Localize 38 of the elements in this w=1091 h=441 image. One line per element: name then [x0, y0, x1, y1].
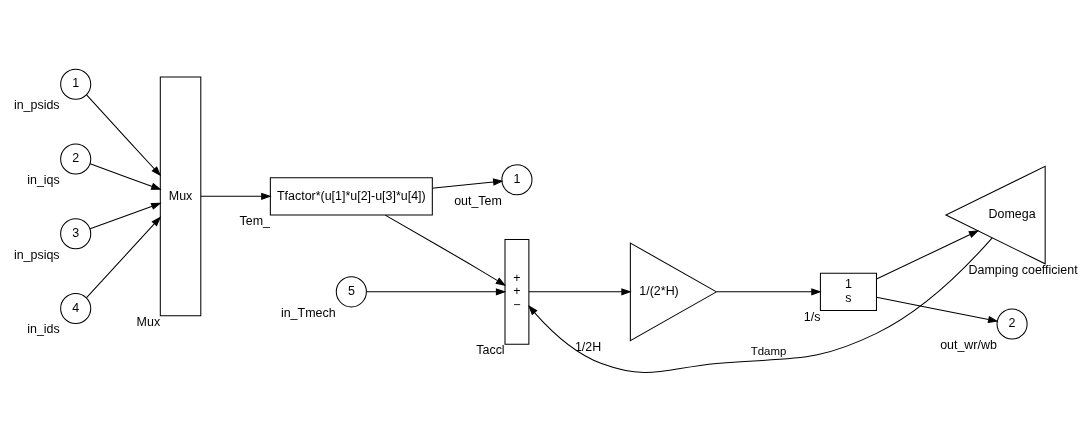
node-label: Mux	[136, 314, 161, 329]
arrow	[528, 236, 993, 373]
arrow	[89, 202, 162, 229]
arrow	[716, 287, 822, 295]
arrow	[89, 162, 162, 190]
node-label: 1/s	[803, 309, 821, 324]
arrow	[432, 177, 504, 189]
arrow	[528, 287, 632, 295]
arrow	[384, 214, 507, 286]
node-label: in_psiqs	[13, 247, 60, 262]
arrow	[876, 296, 999, 323]
arrow	[86, 93, 162, 176]
node-circle: 4	[60, 292, 92, 324]
edge-label: Tdamp	[750, 344, 787, 357]
node-box: 1 s	[819, 272, 877, 311]
node-label: in_psids	[13, 97, 60, 112]
node-label: in_ids	[27, 321, 60, 336]
node-label: Tem_	[239, 213, 270, 228]
node-box: + + −	[504, 238, 530, 345]
arrow	[366, 287, 507, 295]
node-label: Taccl	[476, 342, 505, 357]
arrow	[86, 215, 162, 298]
node-label: out_wr/wb	[940, 337, 997, 352]
node-label: Damping coefficient	[968, 262, 1078, 277]
node-circle: 5	[335, 275, 367, 307]
arrow	[200, 192, 272, 200]
node-circle: 2	[60, 142, 92, 175]
node-label: in_Tmech	[280, 305, 336, 320]
arrow	[876, 229, 980, 279]
node-label: 1/2H	[574, 339, 602, 354]
node-circle: 3	[60, 217, 92, 249]
node-circle: 1	[60, 68, 92, 100]
node-label: out_Tem	[454, 193, 502, 208]
node-box: Mux	[159, 75, 202, 316]
node-circle: 2	[996, 307, 1028, 340]
node-circle: 1	[501, 163, 533, 195]
node-box: Tfactor*(u[1]*u[2]-u[3]*u[4])	[269, 176, 433, 216]
node-label: in_iqs	[27, 172, 60, 187]
